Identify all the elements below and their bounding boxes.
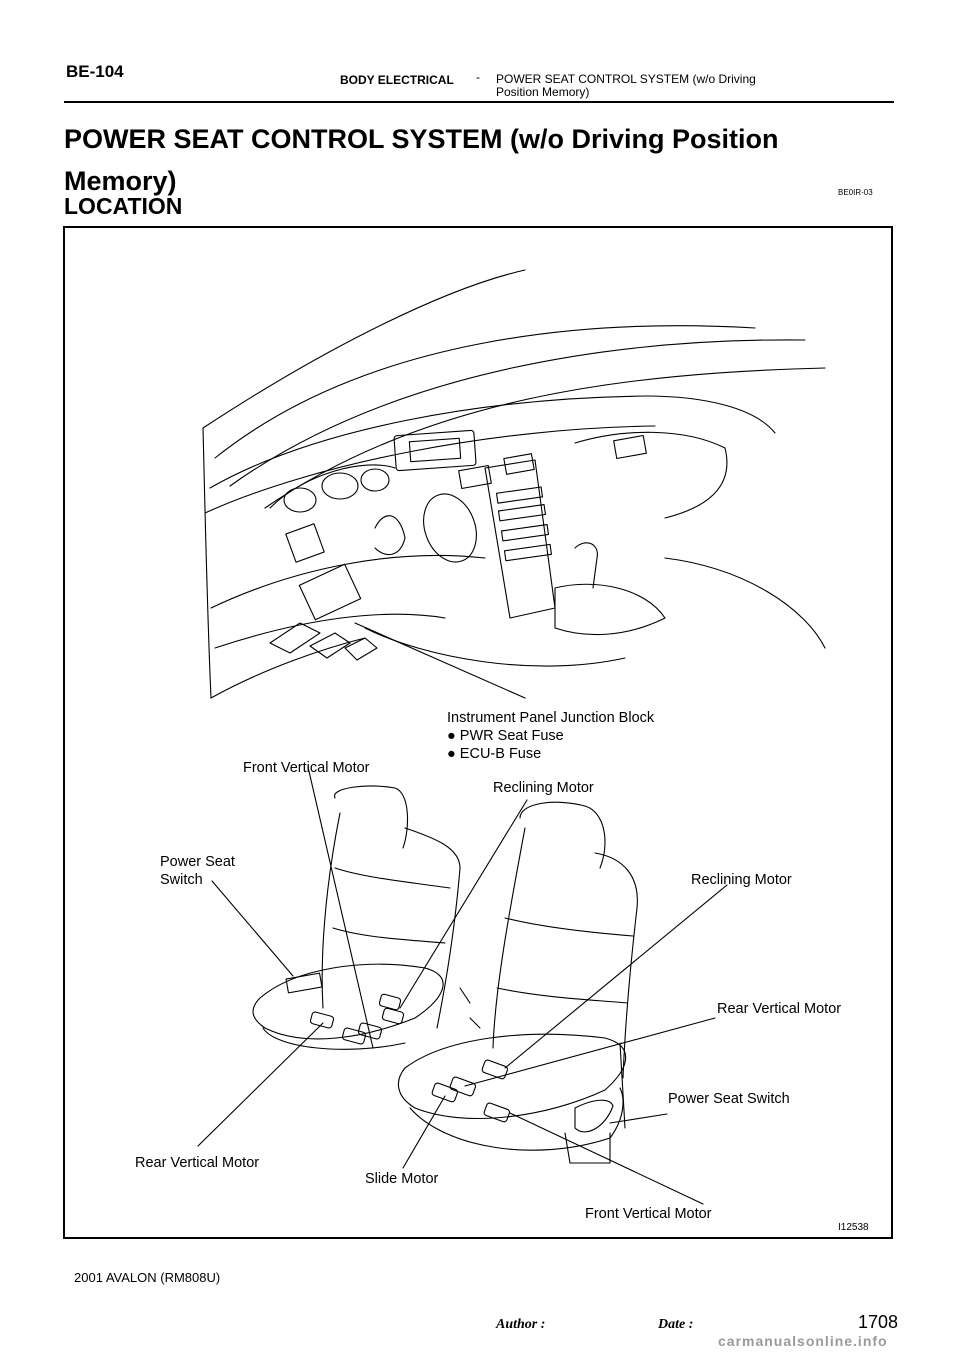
page-code: BE-104 [66,62,124,81]
bullet-icon: ● [447,746,456,762]
section-heading: LOCATION [64,193,183,219]
label-power-seat-switch-right: Power Seat Switch [668,1091,790,1107]
label-power-seat-switch-left-1: Power Seat [160,854,235,870]
ecu-b-fuse-text: ECU-B Fuse [459,746,542,762]
watermark: carmanualsonline.info [718,1333,888,1349]
header-dash: - [476,70,480,84]
label-rear-vertical-motor-left: Rear Vertical Motor [135,1155,260,1171]
footer-author: Author : [496,1317,546,1332]
label-power-seat-switch-left-2: Switch [160,872,203,888]
label-ecu-b-fuse: ● ECU-B Fuse [447,745,541,763]
label-reclining-motor-left: Reclining Motor [493,780,594,796]
label-front-vertical-motor-top: Front Vertical Motor [243,760,370,776]
header-title: POWER SEAT CONTROL SYSTEM (w/o Driving P… [496,72,756,99]
figure-id: I12538 [838,1222,869,1233]
page-title: POWER SEAT CONTROL SYSTEM (w/o Driving P… [64,124,779,196]
bullet-icon: ● [447,728,456,744]
location-figure: Instrument Panel Junction Block ● PWR Se… [63,226,893,1239]
car-interior-illustration [197,269,826,1205]
pwr-seat-fuse-text: PWR Seat Fuse [459,728,564,744]
section-name: BODY ELECTRICAL [340,73,454,87]
header-rule [64,101,894,103]
label-front-vertical-motor-bottom: Front Vertical Motor [585,1206,712,1222]
footer-model: 2001 AVALON (RM808U) [74,1270,221,1285]
label-slide-motor: Slide Motor [365,1171,439,1187]
label-rear-vertical-motor-right: Rear Vertical Motor [717,1001,842,1017]
reference-code: BE0IR-03 [838,188,873,197]
footer-date: Date : [658,1317,694,1332]
label-junction-block: Instrument Panel Junction Block [447,710,655,726]
page-number: 1708 [858,1312,899,1332]
label-pwr-seat-fuse: ● PWR Seat Fuse [447,727,564,745]
label-reclining-motor-right: Reclining Motor [691,872,792,888]
